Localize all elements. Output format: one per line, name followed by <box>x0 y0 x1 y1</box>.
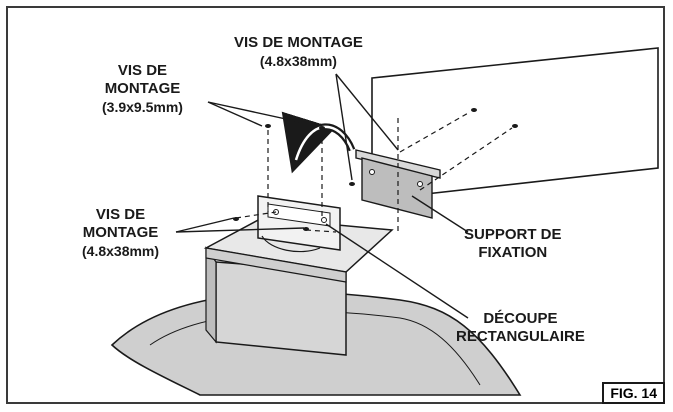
label-line: VIS DE <box>95 206 146 223</box>
screws-panel <box>349 108 518 186</box>
label-line: DÉCOUPE <box>483 310 558 327</box>
figure-number: FIG. 14 <box>602 382 665 404</box>
screw-paths-panel <box>397 111 513 232</box>
label-line: MONTAGE <box>82 224 159 241</box>
label-line: VIS DE MONTAGE <box>234 34 363 51</box>
leader-lines <box>175 73 469 319</box>
screw-paths-stand <box>235 130 337 233</box>
label-line: RECTANGULAIRE <box>456 328 585 345</box>
stand-top-plate <box>203 217 394 283</box>
label-line: (4.8x38mm) <box>82 243 160 259</box>
label-line: FIXATION <box>478 244 548 261</box>
label-screw-top-left: VIS DE MONTAGE (3.9x9.5mm) <box>102 62 183 116</box>
label-line: (3.9x9.5mm) <box>102 99 183 115</box>
label-screw-top-right: VIS DE MONTAGE (4.8x38mm) <box>234 34 363 70</box>
label-line: VIS DE <box>117 62 168 79</box>
stand-neck-bracket <box>257 195 341 253</box>
label-screw-left: VIS DE MONTAGE (4.8x38mm) <box>82 206 159 260</box>
label-line: (4.8x38mm) <box>259 53 337 69</box>
label-line: MONTAGE <box>104 80 181 97</box>
label-cutout: DÉCOUPE RECTANGULAIRE <box>456 310 585 346</box>
screws-stand <box>233 124 325 231</box>
label-bracket: SUPPORT DE FIXATION <box>464 226 562 262</box>
stand-column <box>205 246 347 356</box>
label-line: SUPPORT DE <box>464 226 562 243</box>
